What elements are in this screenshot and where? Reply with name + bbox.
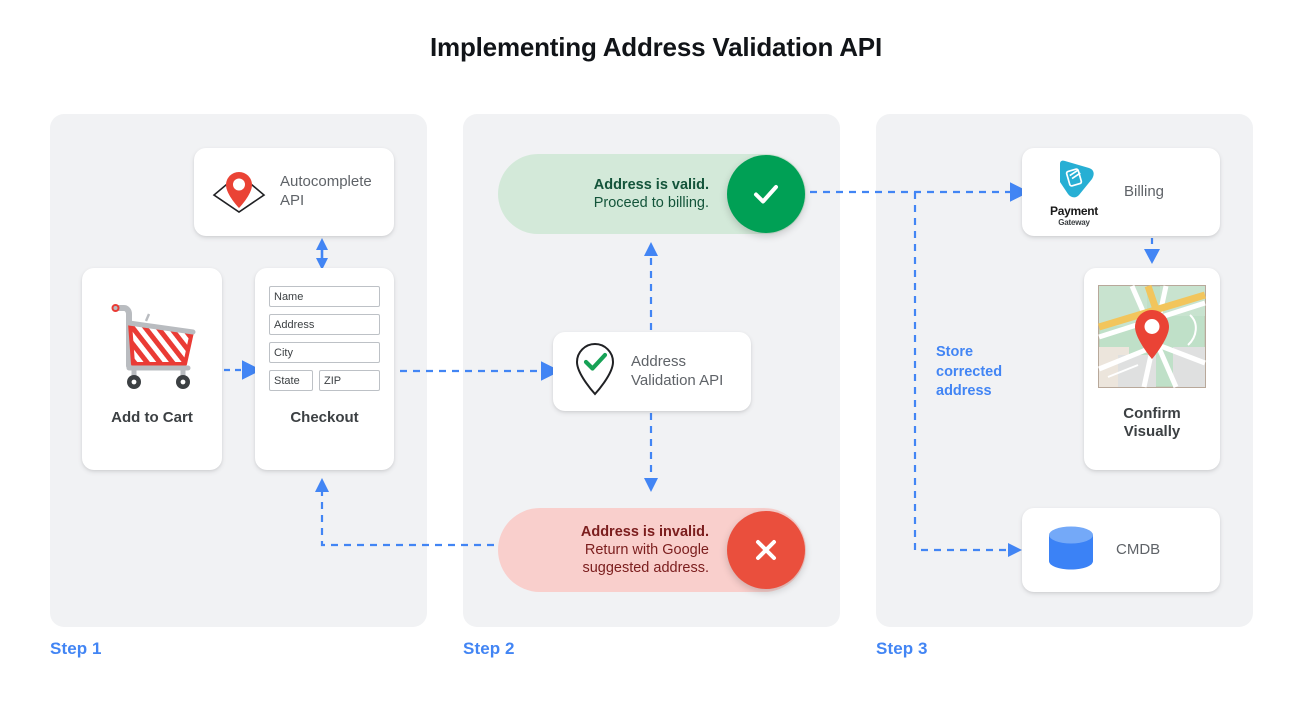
x-circle-icon <box>727 511 805 589</box>
pin-check-icon <box>571 339 619 404</box>
address-invalid-line1: Address is invalid. <box>580 523 709 540</box>
cmdb-card[interactable]: CMDB <box>1022 508 1220 592</box>
city-field[interactable]: City <box>269 342 380 363</box>
address-invalid-pill[interactable]: Address is invalid. Return with Google s… <box>498 508 806 592</box>
database-icon <box>1044 522 1098 579</box>
shopping-cart-icon <box>100 290 204 399</box>
autocomplete-api-card[interactable]: Autocomplete API <box>194 148 394 236</box>
address-invalid-line2: Return with Google <box>584 541 709 558</box>
zip-field[interactable]: ZIP <box>319 370 380 391</box>
address-valid-line2: Proceed to billing. <box>593 195 709 211</box>
address-validation-api-label: Address Validation API <box>631 352 724 389</box>
confirm-visually-card[interactable]: Confirm Visually <box>1084 268 1220 470</box>
map-pin-icon <box>210 164 268 221</box>
state-zip-row: State ZIP <box>269 370 380 391</box>
address-field[interactable]: Address <box>269 314 380 335</box>
autocomplete-api-label: Autocomplete API <box>280 173 372 209</box>
step-1-label: Step 1 <box>50 639 102 658</box>
billing-label: Billing <box>1124 182 1165 200</box>
address-valid-pill[interactable]: Address is valid. Proceed to billing. <box>498 154 806 234</box>
address-invalid-text: Address is invalid. Return with Google s… <box>581 523 727 577</box>
checkout-caption: Checkout <box>290 409 359 427</box>
payment-logo-sub: Gateway <box>1058 217 1090 227</box>
map-thumbnail-icon <box>1084 285 1220 388</box>
check-circle-icon <box>727 155 805 233</box>
checkout-card[interactable]: Name Address City State ZIP Checkout <box>255 268 394 470</box>
add-to-cart-caption: Add to Cart <box>111 409 193 427</box>
page-title: Implementing Address Validation API <box>430 32 882 62</box>
payment-gateway-logo: Payment Gateway <box>1038 158 1110 227</box>
state-field[interactable]: State <box>269 370 313 391</box>
payment-gateway-icon <box>1051 158 1097 205</box>
address-invalid-line3: suggested address. <box>582 560 709 577</box>
confirm-visually-caption: Confirm Visually <box>1123 404 1181 441</box>
step-2-label: Step 2 <box>463 639 515 658</box>
billing-card[interactable]: Payment Gateway Billing <box>1022 148 1220 236</box>
payment-logo-text: Payment <box>1050 203 1098 218</box>
address-valid-text: Address is valid. Proceed to billing. <box>594 176 727 212</box>
cmdb-label: CMDB <box>1116 540 1161 558</box>
store-corrected-address-label: Store corrected address <box>936 344 1003 400</box>
address-valid-line1: Address is valid. <box>593 176 709 193</box>
name-field[interactable]: Name <box>269 286 380 307</box>
address-validation-api-card[interactable]: Address Validation API <box>553 332 751 411</box>
step-3-label: Step 3 <box>876 639 928 658</box>
add-to-cart-card[interactable]: Add to Cart <box>82 268 222 470</box>
